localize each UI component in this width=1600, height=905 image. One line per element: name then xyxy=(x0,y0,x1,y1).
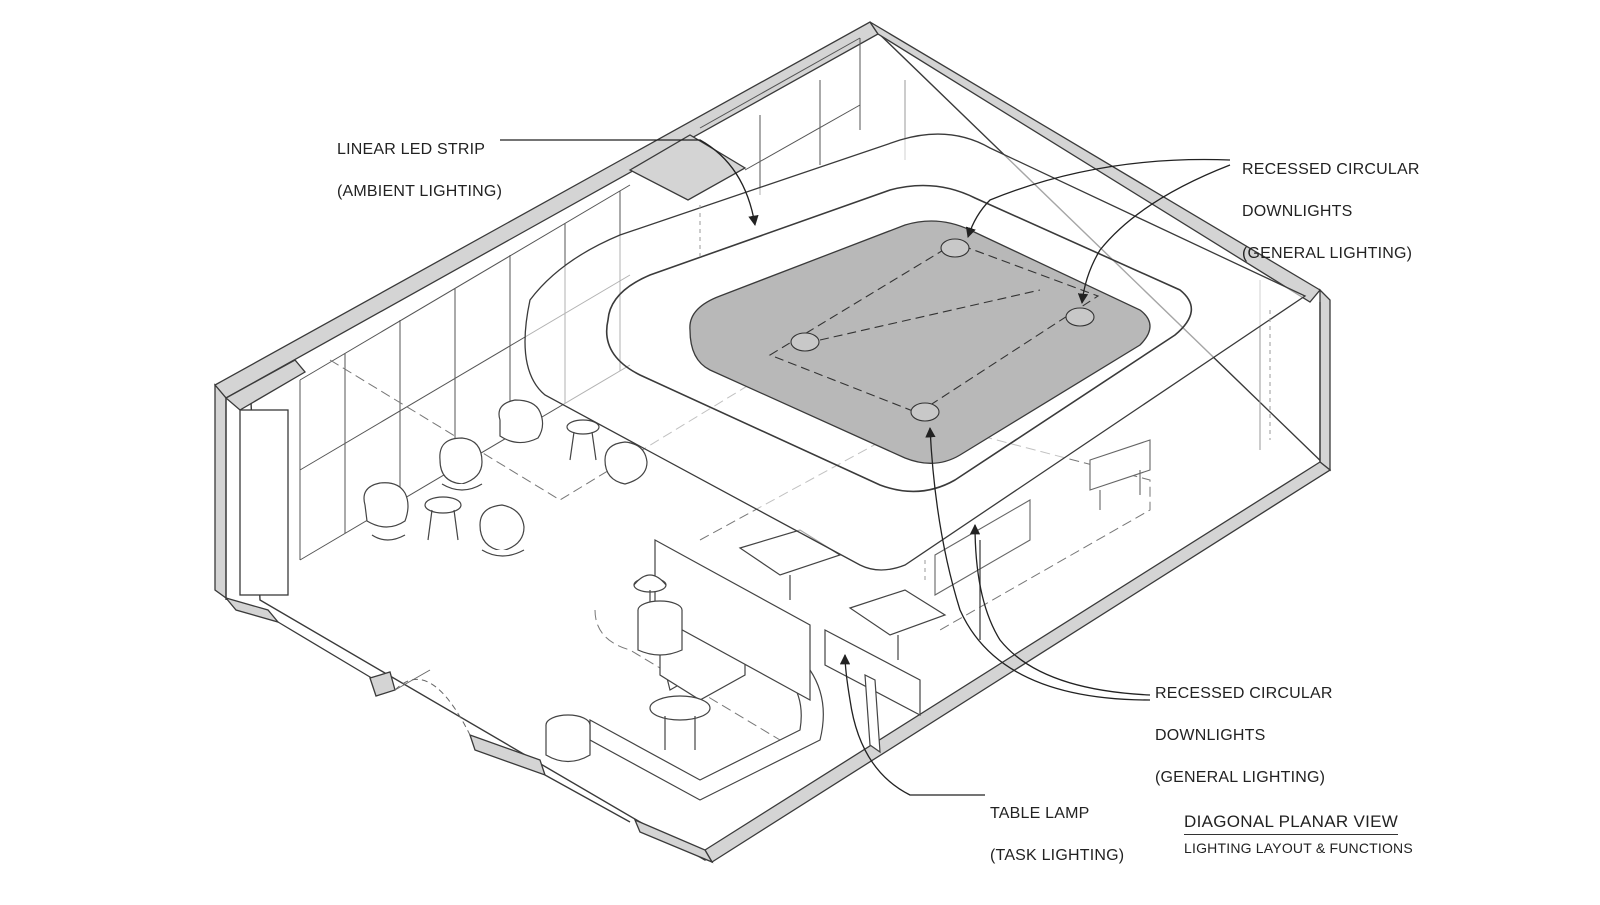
drawing-title: DIAGONAL PLANAR VIEW xyxy=(1184,812,1399,835)
downlight xyxy=(1065,307,1095,327)
back-right-wall xyxy=(869,21,1331,472)
callout-line: (GENERAL LIGHTING) xyxy=(1242,245,1413,262)
lounge-chair xyxy=(479,504,525,557)
lounge-chair xyxy=(363,482,409,541)
leader-led-strip xyxy=(500,139,759,227)
side-table-round xyxy=(424,496,462,541)
led-strip-ring xyxy=(606,184,1193,493)
callout-line: TABLE LAMP xyxy=(990,805,1090,822)
lounge-chair xyxy=(604,441,648,485)
callout-line: LINEAR LED STRIP xyxy=(337,141,486,158)
leader-lines xyxy=(500,139,1231,796)
front-left-wall xyxy=(224,596,631,823)
lounge-chair xyxy=(439,437,483,491)
downlight xyxy=(940,238,970,258)
callout-downlights-top: RECESSED CIRCULAR DOWNLIGHTS (GENERAL LI… xyxy=(1242,138,1420,285)
drawing-subtitle: LIGHTING LAYOUT & FUNCTIONS xyxy=(1184,840,1413,856)
downlight xyxy=(790,332,820,352)
seating-booth xyxy=(545,529,947,801)
callout-line: RECESSED CIRCULAR xyxy=(1242,161,1420,178)
lounge-chair xyxy=(498,399,544,444)
leader-downlight-top-1 xyxy=(965,158,1231,238)
callout-table-lamp: TABLE LAMP (TASK LIGHTING) xyxy=(990,782,1124,887)
callout-line: DOWNLIGHTS xyxy=(1242,203,1353,220)
downlight-fixtures xyxy=(790,238,1095,422)
front-right-wall xyxy=(633,461,1332,864)
callout-line: RECESSED CIRCULAR xyxy=(1155,685,1333,702)
leader-table-lamp xyxy=(839,653,985,796)
leader-downlight-bottom-2 xyxy=(925,426,1151,701)
callout-line: (GENERAL LIGHTING) xyxy=(1155,769,1326,786)
recessed-ceiling-panel xyxy=(689,220,1151,464)
side-table-round xyxy=(566,419,600,461)
callout-downlights-bottom: RECESSED CIRCULAR DOWNLIGHTS (GENERAL LI… xyxy=(1155,662,1333,809)
table-lamp xyxy=(633,574,683,656)
callout-line: (AMBIENT LIGHTING) xyxy=(337,183,503,200)
callout-led-strip: LINEAR LED STRIP (AMBIENT LIGHTING) xyxy=(337,118,502,223)
ceiling-panel xyxy=(524,133,1307,640)
downlight-track xyxy=(768,242,1100,414)
callout-line: DOWNLIGHTS xyxy=(1155,727,1266,744)
leader-downlight-top-2 xyxy=(1077,164,1231,305)
leader-downlight-bottom-1 xyxy=(969,523,1151,696)
lounge-chairs xyxy=(363,399,648,557)
callout-line: (TASK LIGHTING) xyxy=(990,847,1125,864)
downlight xyxy=(910,402,940,422)
dining-furniture xyxy=(934,439,1151,596)
